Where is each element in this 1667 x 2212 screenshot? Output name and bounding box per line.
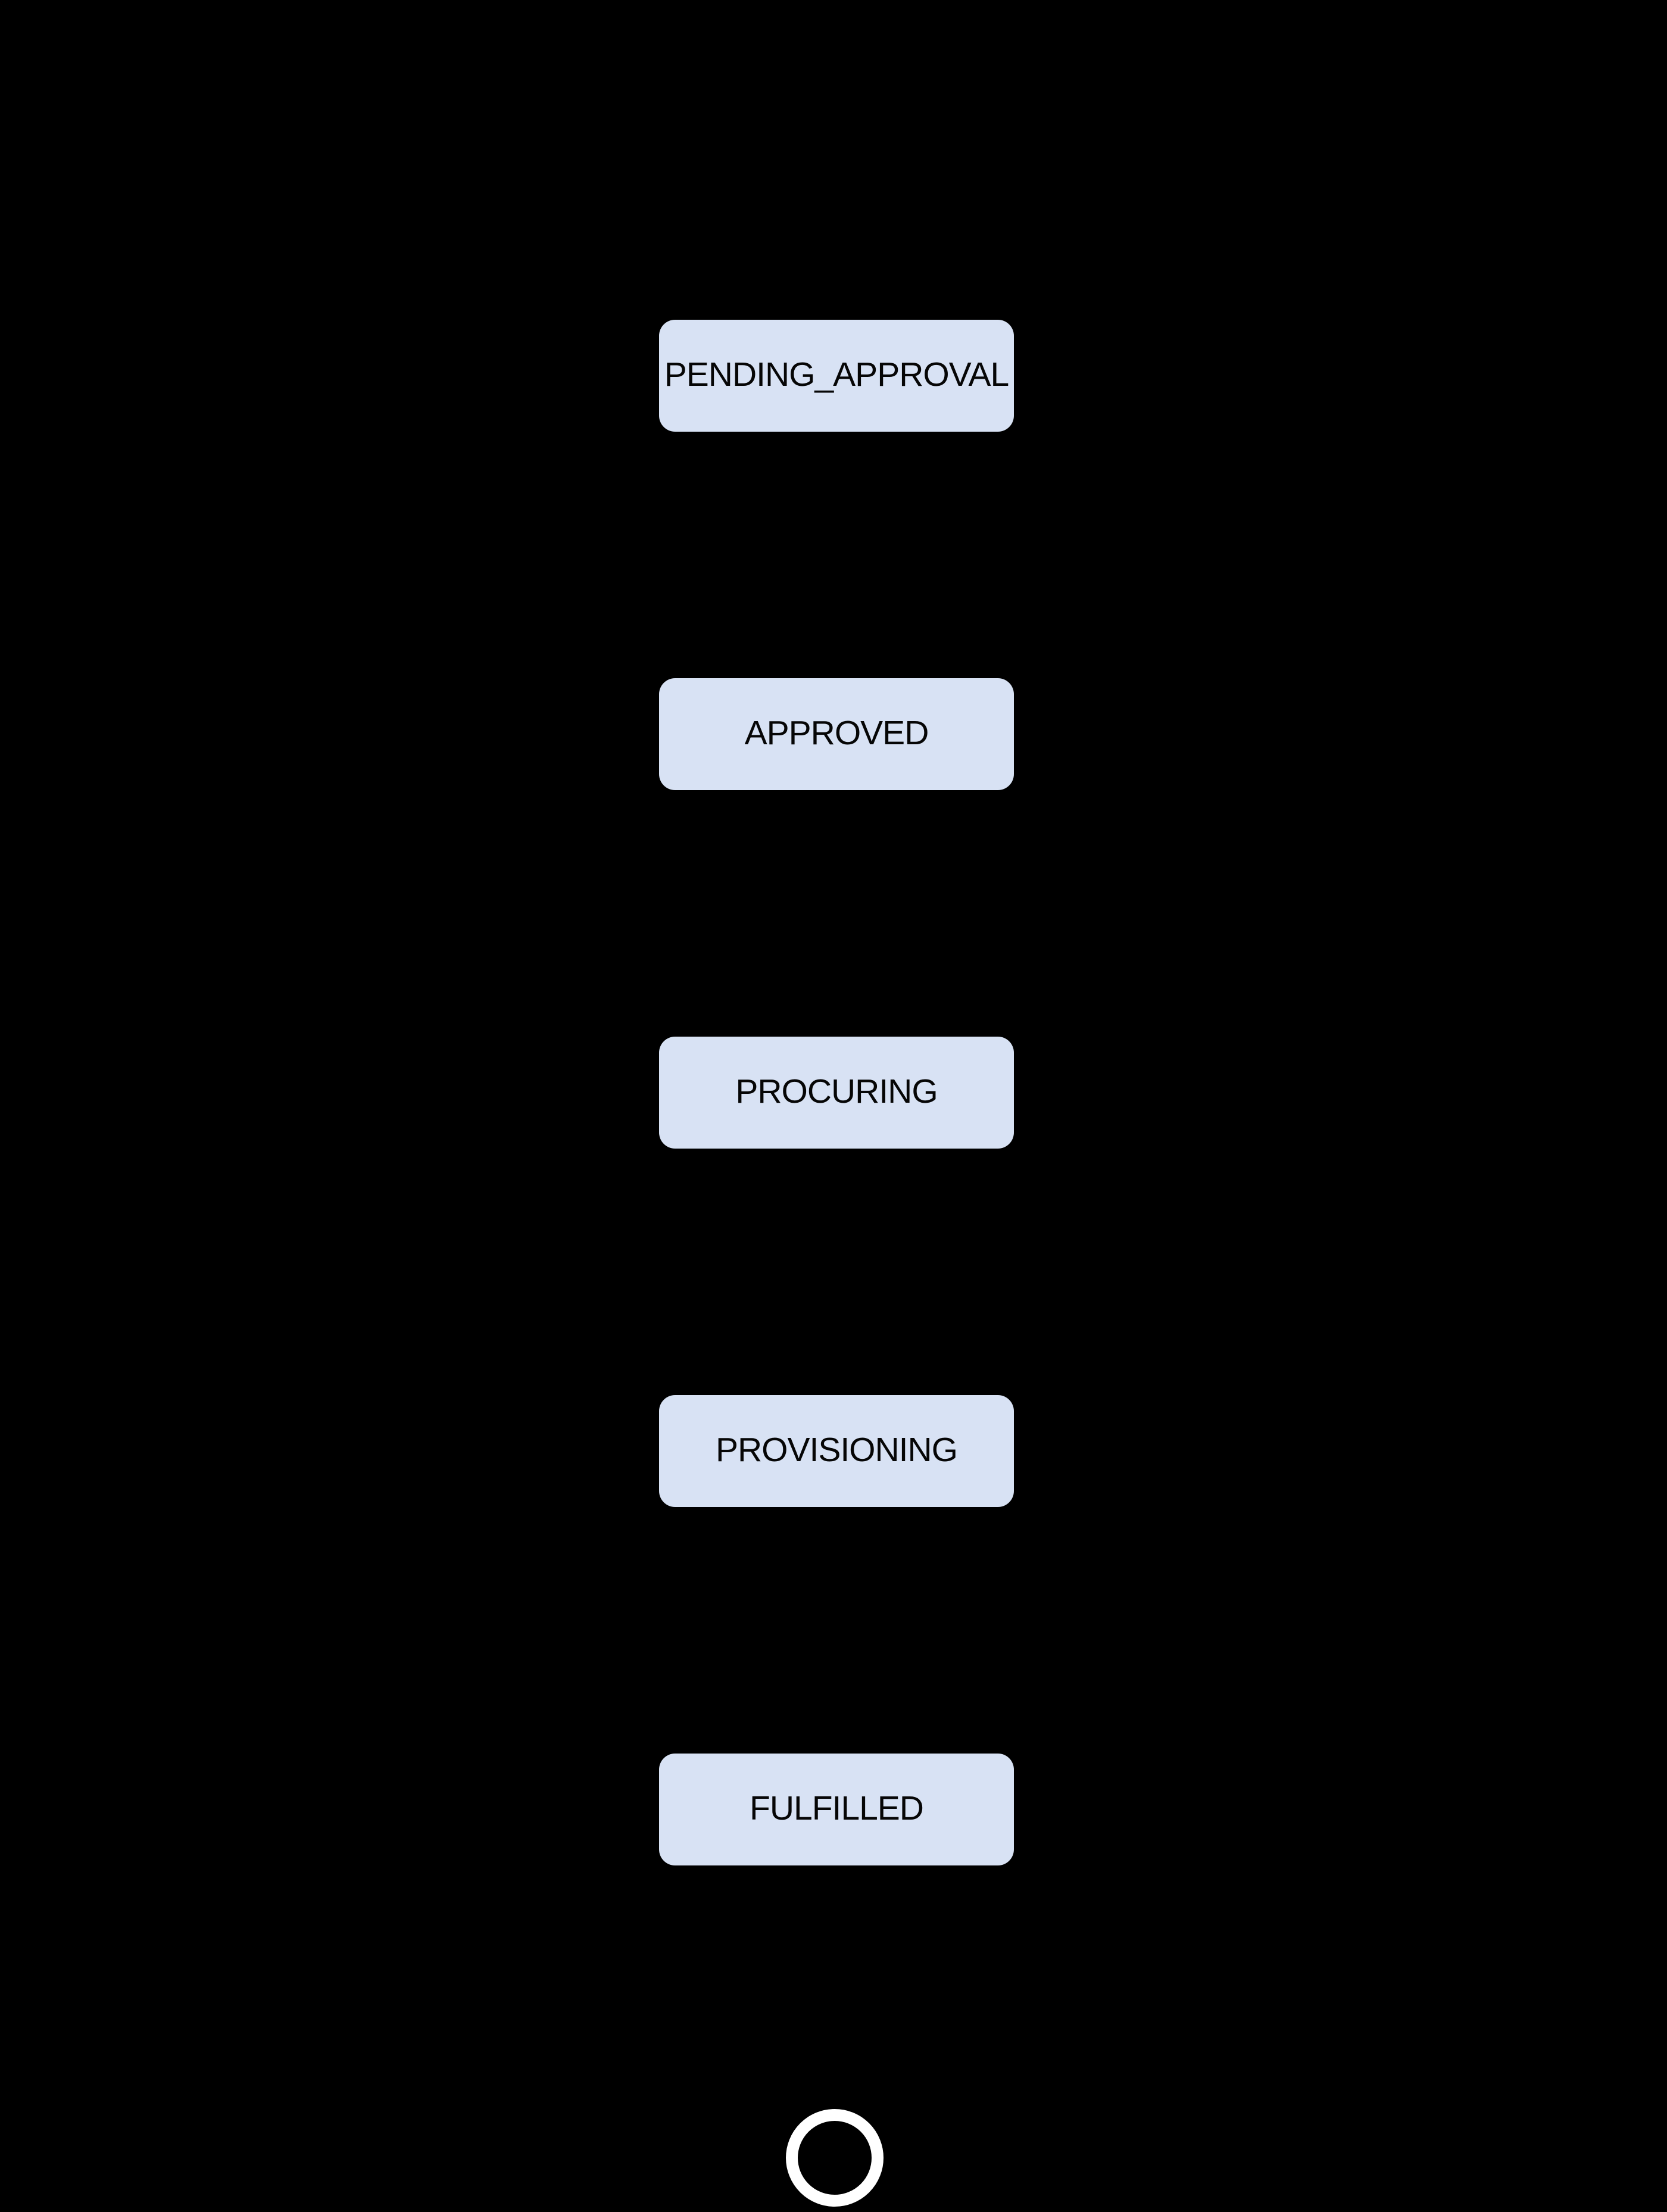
- state-node-procuring: PROCURING: [659, 1037, 1014, 1149]
- state-label-approved: APPROVED: [744, 713, 929, 752]
- state-node-approved: APPROVED: [659, 678, 1014, 790]
- state-node-provisioning: PROVISIONING: [659, 1395, 1014, 1507]
- final-state-circle-icon: [786, 2109, 884, 2207]
- state-label-fulfilled: FULFILLED: [750, 1789, 924, 1827]
- state-node-pending-approval: PENDING_APPROVAL: [659, 320, 1014, 432]
- state-label-pending-approval: PENDING_APPROVAL: [664, 355, 1009, 394]
- state-label-provisioning: PROVISIONING: [715, 1430, 958, 1469]
- state-label-procuring: PROCURING: [735, 1072, 938, 1110]
- state-node-fulfilled: FULFILLED: [659, 1754, 1014, 1865]
